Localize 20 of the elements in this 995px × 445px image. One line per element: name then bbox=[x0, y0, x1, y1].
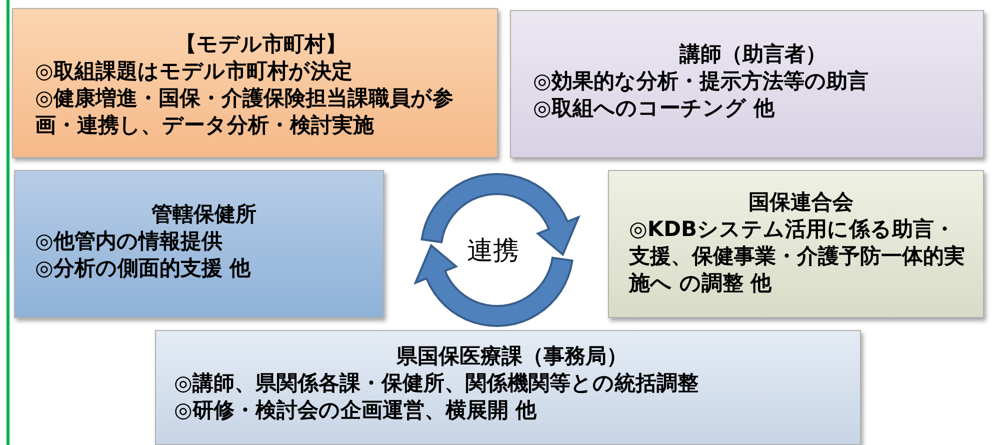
box-heading: 県国保医療課（事務局） bbox=[396, 343, 628, 370]
bullet-text: ◎取組課題はモデル市町村が決定 bbox=[35, 58, 354, 85]
box-heading: 【モデル市町村】 bbox=[174, 31, 348, 58]
bullet-text: ◎他管内の情報提供 bbox=[35, 228, 224, 255]
bullet-text: ◎健康増進・国保・介護保険担当課職員が参画・連携し、データ分析・検討実施 bbox=[35, 85, 454, 139]
bullet-text: ◎講師、県関係各課・保健所、関係機関等との統括調整 bbox=[174, 370, 700, 397]
health-center-box bbox=[14, 170, 384, 318]
advisor-box bbox=[510, 10, 984, 158]
federation-box bbox=[608, 170, 984, 318]
bullet-text: ◎取組へのコーチング 他 bbox=[533, 95, 776, 122]
bullet-text: ◎KDBシステム活用に係る助言・支援、保健事業・介護予防一体的実施へ の調整 他 bbox=[629, 216, 966, 297]
bullet-text: ◎効果的な分析・提示方法等の助言 bbox=[533, 68, 870, 95]
box-heading: 国保連合会 bbox=[748, 189, 854, 216]
box-heading: 講師（助言者） bbox=[678, 41, 828, 68]
bullet-text: ◎研修・検討会の企画運営、横展開 他 bbox=[174, 397, 538, 424]
bullet-text: ◎分析の側面的支援 他 bbox=[35, 255, 252, 282]
municipality-box bbox=[12, 8, 498, 158]
center-label: 連携 bbox=[467, 235, 519, 268]
box-heading: 管轄保健所 bbox=[150, 201, 258, 228]
secretariat-box bbox=[155, 330, 861, 445]
